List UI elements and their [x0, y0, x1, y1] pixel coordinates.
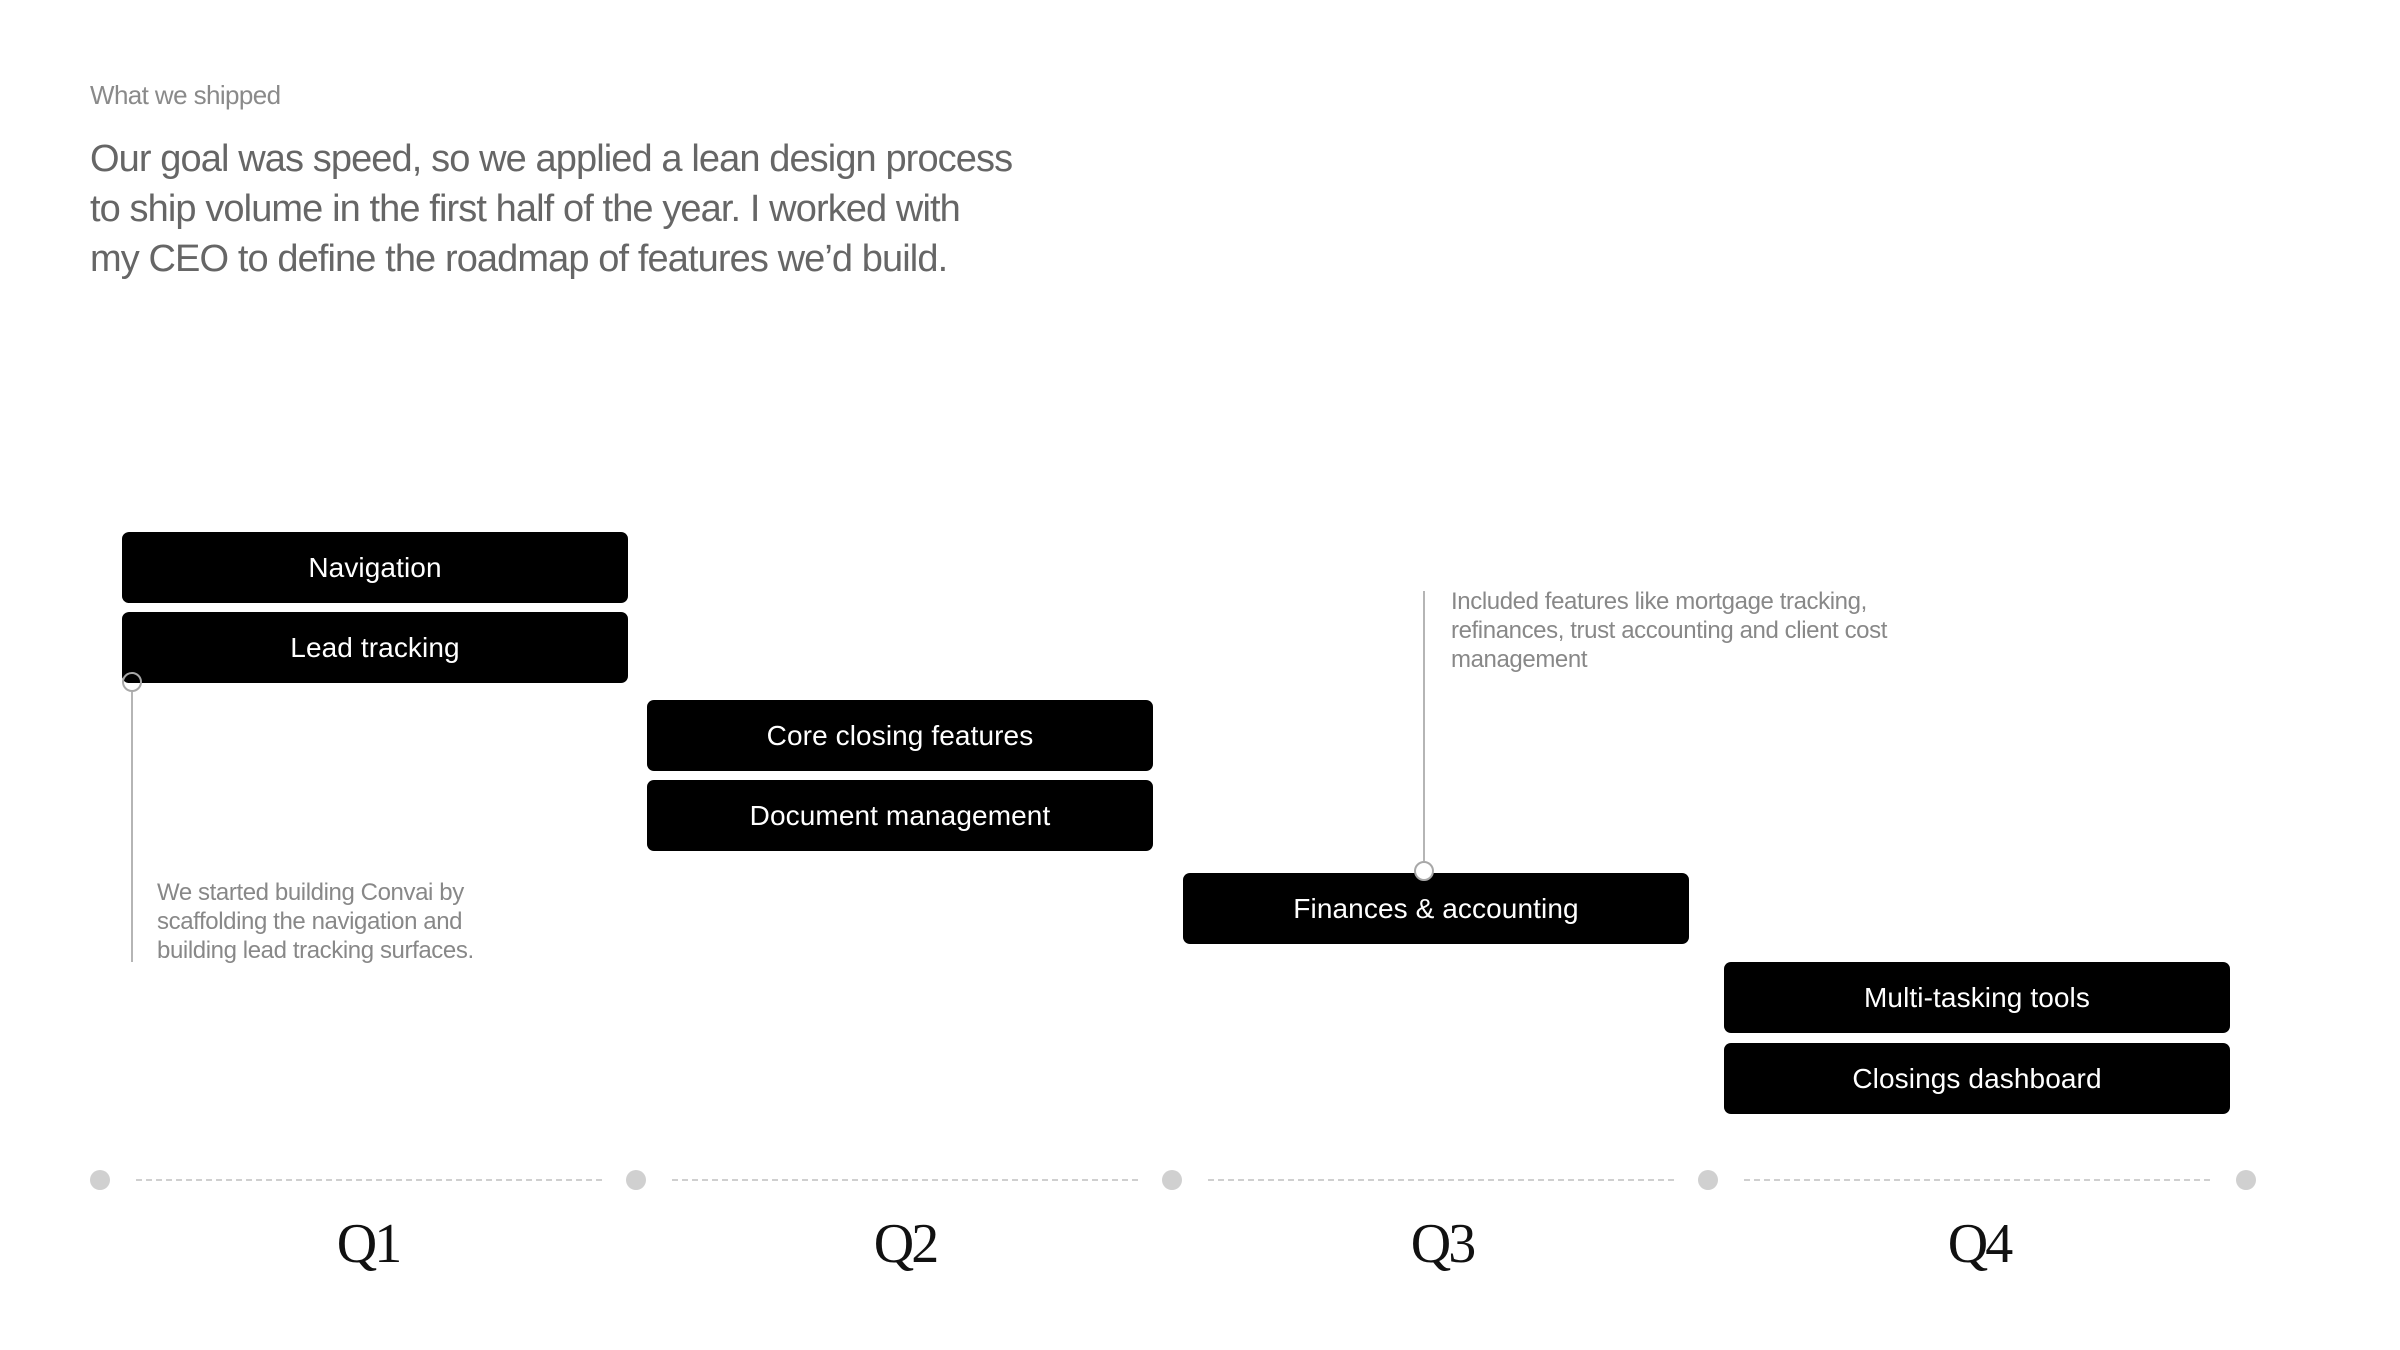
timeline-dash-q4 [1744, 1179, 2210, 1181]
timeline-dash-q1 [136, 1179, 602, 1181]
q1-callout-pin-icon [122, 672, 142, 692]
q1-note-line: building lead tracking surfaces. [157, 937, 474, 964]
timeline-dot-icon [1698, 1170, 1718, 1190]
lead-line: to ship volume in the first half of the … [90, 188, 961, 230]
quarter-label-q4: Q4 [1947, 1213, 2013, 1275]
feature-box-multi-tasking: Multi-tasking tools [1724, 962, 2230, 1033]
q1-note: We started building Convai by scaffoldin… [157, 878, 474, 965]
q3-note-line: Included features like mortgage tracking… [1451, 588, 1867, 615]
lead-line: Our goal was speed, so we applied a lean… [90, 138, 1013, 180]
quarter-label-q3: Q3 [1410, 1213, 1476, 1275]
feature-box-core-closing: Core closing features [647, 700, 1153, 771]
quarter-label-q1: Q1 [336, 1213, 402, 1275]
timeline-dash-q3 [1208, 1179, 1674, 1181]
timeline-dot-icon [1162, 1170, 1182, 1190]
section-eyebrow: What we shipped [90, 80, 281, 110]
lead-line: my CEO to define the roadmap of features… [90, 238, 948, 280]
timeline-dash-q2 [672, 1179, 1138, 1181]
feature-box-navigation: Navigation [122, 532, 628, 603]
feature-box-closings-dashboard: Closings dashboard [1724, 1043, 2230, 1114]
timeline-dot-icon [626, 1170, 646, 1190]
q1-note-line: We started building Convai by [157, 879, 464, 906]
q3-callout-line [1423, 591, 1425, 861]
feature-box-finances-accounting: Finances & accounting [1183, 873, 1689, 944]
quarter-label-q2: Q2 [873, 1213, 939, 1275]
q3-callout-pin-icon [1414, 861, 1434, 881]
feature-box-document-management: Document management [647, 780, 1153, 851]
q3-note-line: management [1451, 646, 1588, 673]
timeline-dot-icon [90, 1170, 110, 1190]
q1-note-line: scaffolding the navigation and [157, 908, 463, 935]
q1-callout-line [131, 692, 133, 962]
q3-note: Included features like mortgage tracking… [1451, 587, 1887, 674]
q3-note-line: refinances, trust accounting and client … [1451, 617, 1887, 644]
lead-paragraph: Our goal was speed, so we applied a lean… [90, 134, 1013, 284]
feature-box-lead-tracking: Lead tracking [122, 612, 628, 683]
timeline-dot-icon [2236, 1170, 2256, 1190]
